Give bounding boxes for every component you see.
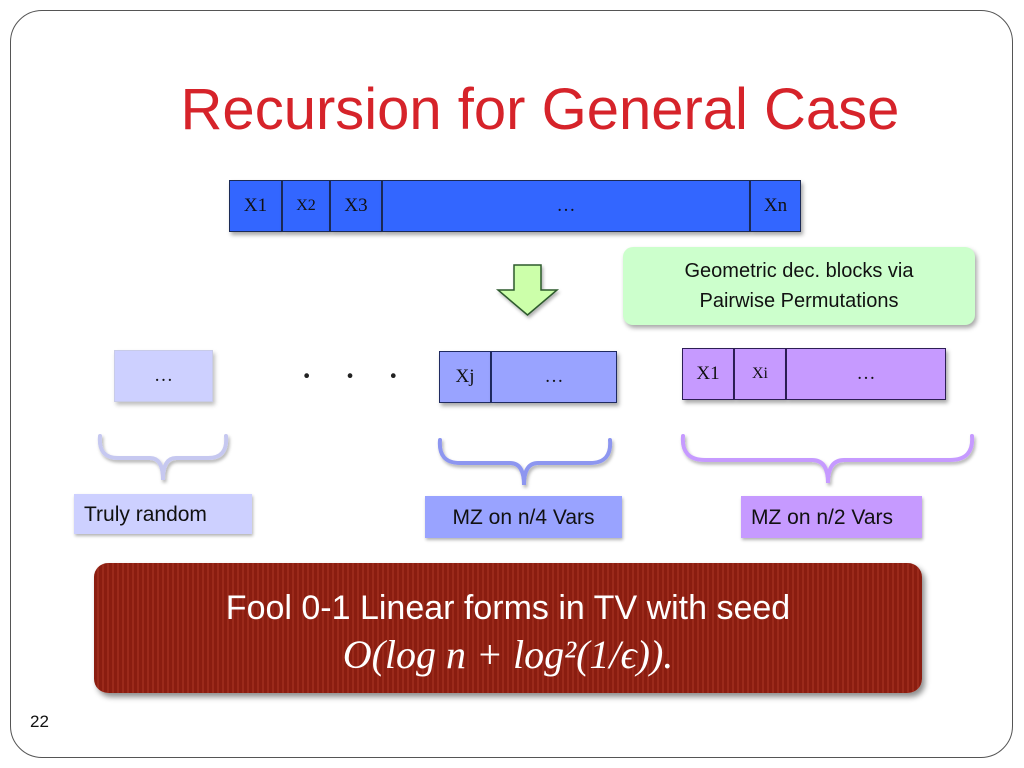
callout-line-1: Geometric dec. blocks via (684, 260, 914, 282)
brace-half-icon (680, 434, 975, 484)
top-cell-x1: X1 (229, 180, 282, 232)
label-mz-half: MZ on n/2 Vars (741, 496, 922, 538)
callout-box: Geometric dec. blocks via Pairwise Permu… (623, 247, 975, 325)
quarter-cell-xj: Xj (439, 351, 491, 403)
label-mz-quarter: MZ on n/4 Vars (425, 496, 622, 538)
quarter-cell-ellipsis: … (491, 351, 617, 403)
slide-frame (10, 10, 1013, 758)
half-cell-ellipsis: … (786, 348, 946, 400)
half-cell-xi: Xi (734, 348, 786, 400)
label-truly-random: Truly random (74, 494, 252, 534)
half-cell-x1: X1 (682, 348, 734, 400)
middle-dots: · · · (300, 353, 410, 398)
top-cell-x3: X3 (330, 180, 382, 232)
top-cell-ellipsis: … (382, 180, 750, 232)
banner-statement: Fool 0-1 Linear forms in TV with seed (225, 589, 791, 627)
brace-quarter-icon (437, 438, 613, 486)
banner-formula: O(log n + log²(1/ϵ)). (342, 632, 674, 677)
top-cell-xn: Xn (750, 180, 801, 232)
page-number: 22 (30, 712, 49, 731)
brace-random-icon (97, 434, 229, 481)
slide-title: Recursion for General Case (180, 77, 900, 142)
random-block: … (114, 350, 213, 402)
result-banner: Fool 0-1 Linear forms in TV with seed O(… (94, 563, 922, 693)
down-arrow-icon (495, 264, 560, 316)
top-cell-x2: X2 (282, 180, 330, 232)
callout-line-2: Pairwise Permutations (699, 290, 899, 312)
